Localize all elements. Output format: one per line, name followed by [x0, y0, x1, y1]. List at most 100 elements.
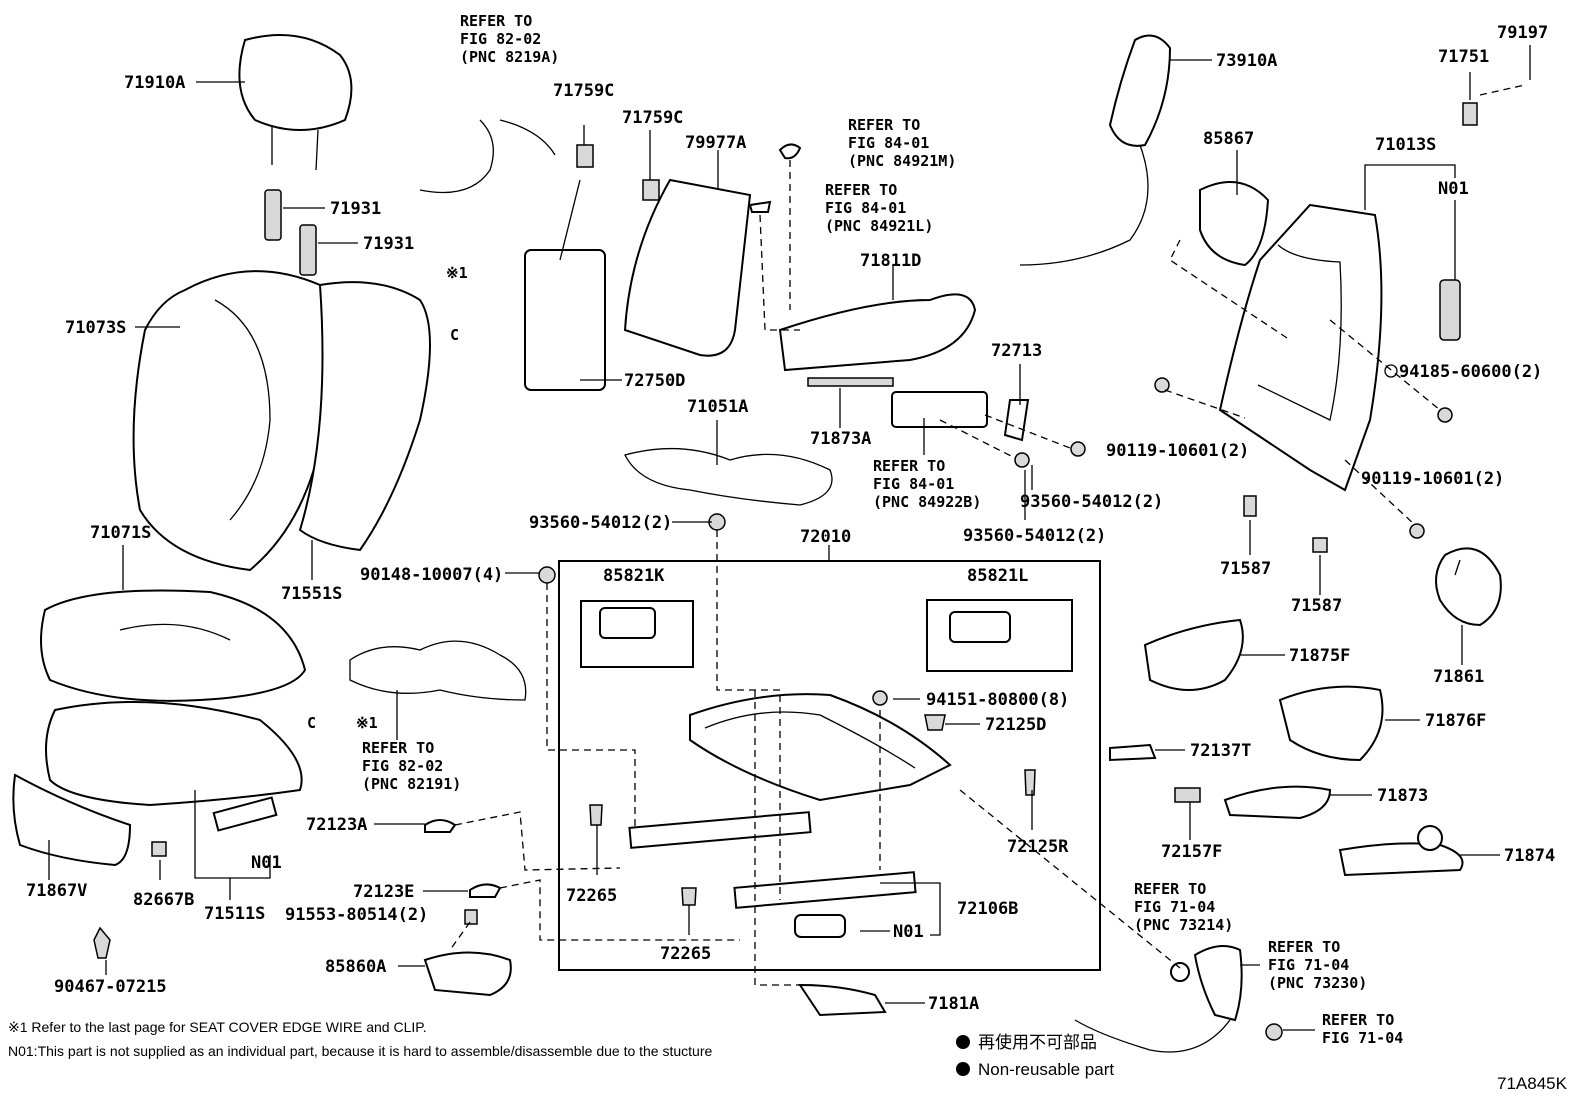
- clip-symbol: C: [450, 326, 459, 344]
- refer-note: REFER TO FIG 71-04 (PNC 73214): [1134, 880, 1233, 934]
- label-71759C: 71759C: [553, 81, 614, 101]
- lumbar-frame-illustration: [524, 249, 606, 391]
- edge-wire-marker: ※1: [446, 264, 468, 282]
- label-7181A: 7181A: [928, 994, 979, 1014]
- label-93560-54012: 93560-54012(2): [963, 526, 1106, 546]
- label-72123E: 72123E: [353, 882, 414, 902]
- label-N01: N01: [1438, 179, 1469, 199]
- label-85867: 85867: [1203, 129, 1254, 149]
- label-90119-10601: 90119-10601(2): [1361, 469, 1504, 489]
- non-reusable-marker: [1384, 364, 1398, 378]
- legend-jp: 再使用不可部品: [978, 1032, 1097, 1052]
- refer-note: REFER TO FIG 82-02 (PNC 8219A): [460, 12, 559, 66]
- label-71873: 71873: [1377, 786, 1428, 806]
- label-82667B: 82667B: [133, 890, 194, 910]
- seat-adjuster-illustration: [689, 693, 952, 802]
- label-94185-60600: 94185-60600(2): [1399, 362, 1542, 382]
- label-71587: 71587: [1220, 559, 1271, 579]
- label-71876F: 71876F: [1425, 711, 1486, 731]
- motor-85821L-box: [926, 599, 1073, 672]
- seat-cushion-cover-illustration: [40, 589, 307, 702]
- dashed-guides: [449, 84, 1526, 986]
- label-71013S: 71013S: [1375, 135, 1436, 155]
- label-71759C: 71759C: [622, 108, 683, 128]
- label-71051A: 71051A: [687, 397, 748, 417]
- seat-cushion-pad-illustration: [45, 701, 303, 807]
- label-71931: 71931: [330, 199, 381, 219]
- label-73910A: 73910A: [1216, 51, 1277, 71]
- refer-note: REFER TO FIG 84-01 (PNC 84922B): [873, 457, 981, 511]
- footnote-n01: N01:This part is not supplied as an indi…: [8, 1043, 712, 1059]
- label-91553-80514: 91553-80514(2): [285, 905, 428, 925]
- headrest-illustration: [238, 34, 353, 131]
- label-71873A: 71873A: [810, 429, 871, 449]
- label-72750D: 72750D: [624, 371, 685, 391]
- seat-back-pad-illustration: [298, 281, 431, 552]
- front-trim-illustration: [12, 773, 132, 867]
- label-71931: 71931: [363, 234, 414, 254]
- label-72137T: 72137T: [1190, 741, 1251, 761]
- non-reusable-bullet: [956, 1035, 970, 1049]
- side-cover-right-illustration: [1435, 547, 1502, 627]
- refer-note: REFER TO FIG 84-01 (PNC 84921M): [848, 116, 956, 170]
- label-72106B: 72106B: [957, 899, 1018, 919]
- refer-note: REFER TO FIG 71-04: [1322, 1011, 1403, 1047]
- label-72265: 72265: [566, 886, 617, 906]
- label-85821L: 85821L: [967, 566, 1028, 586]
- label-71874: 71874: [1504, 846, 1555, 866]
- footnote-edge-wire: ※1 Refer to the last page for SEAT COVER…: [8, 1019, 427, 1035]
- headrest-support-illustration: [264, 189, 282, 241]
- airbag-module-illustration: [891, 391, 988, 428]
- refer-notes: REFER TO FIG 82-02 (PNC 8219A) REFER TO …: [362, 12, 1403, 1047]
- label-72713: 72713: [991, 341, 1042, 361]
- part-labels: 71910A 71931 71931 71073S 71071S 71551S …: [26, 23, 1555, 1014]
- label-71073S: 71073S: [65, 318, 126, 338]
- wire-harness-illustration: [349, 640, 527, 701]
- label-71751: 71751: [1438, 47, 1489, 67]
- label-79977A: 79977A: [685, 133, 746, 153]
- recliner-cover-illustration: [1143, 618, 1244, 691]
- leader-lines: [48, 45, 1531, 1031]
- refer-note: REFER TO FIG 84-01 (PNC 84921L): [825, 181, 933, 235]
- side-cover-illustration: [778, 293, 977, 372]
- label-72010: 72010: [800, 527, 851, 547]
- label-N01: N01: [251, 853, 282, 873]
- label-72123A: 72123A: [306, 815, 367, 835]
- label-71867V: 71867V: [26, 881, 87, 901]
- label-72125R: 72125R: [1007, 837, 1069, 857]
- label-85860A: 85860A: [325, 957, 386, 977]
- label-71875F: 71875F: [1289, 646, 1350, 666]
- label-85821K: 85821K: [603, 566, 665, 586]
- label-90119-10601: 90119-10601(2): [1106, 441, 1249, 461]
- label-90148-10007: 90148-10007(4): [360, 565, 503, 585]
- non-reusable-bullet: [956, 1062, 970, 1076]
- diagram-code: 71A845K: [1497, 1074, 1568, 1093]
- label-71511S: 71511S: [204, 904, 265, 924]
- refer-note: REFER TO FIG 71-04 (PNC 73230): [1268, 938, 1367, 992]
- label-93560-54012: 93560-54012(2): [529, 513, 672, 533]
- label-90467-07215: 90467-07215: [54, 977, 167, 997]
- legend-en: Non-reusable part: [978, 1060, 1114, 1079]
- seat-back-board-illustration: [623, 178, 752, 357]
- label-94151-80800: 94151-80800(8): [926, 690, 1069, 710]
- edge-wire-marker: ※1: [356, 714, 378, 732]
- part-illustrations: [12, 34, 1502, 1053]
- label-93560-54012: 93560-54012(2): [1020, 492, 1163, 512]
- side-sensor-illustration: [1108, 34, 1172, 147]
- label-71811D: 71811D: [860, 251, 921, 271]
- seat-back-cover-illustration: [132, 270, 330, 572]
- motor-85821K-box: [580, 600, 694, 668]
- frame-harness-illustration: [624, 447, 833, 506]
- label-79197: 79197: [1497, 23, 1548, 43]
- refer-note: REFER TO FIG 82-02 (PNC 82191): [362, 739, 461, 793]
- label-71861: 71861: [1433, 667, 1484, 687]
- label-72157F: 72157F: [1161, 842, 1222, 862]
- seat-track-illustration: [628, 811, 812, 849]
- label-71587: 71587: [1291, 596, 1342, 616]
- label-71551S: 71551S: [281, 584, 342, 604]
- label-72265: 72265: [660, 944, 711, 964]
- clip-symbol: C: [307, 714, 316, 732]
- label-72125D: 72125D: [985, 715, 1046, 735]
- label-71071S: 71071S: [90, 523, 151, 543]
